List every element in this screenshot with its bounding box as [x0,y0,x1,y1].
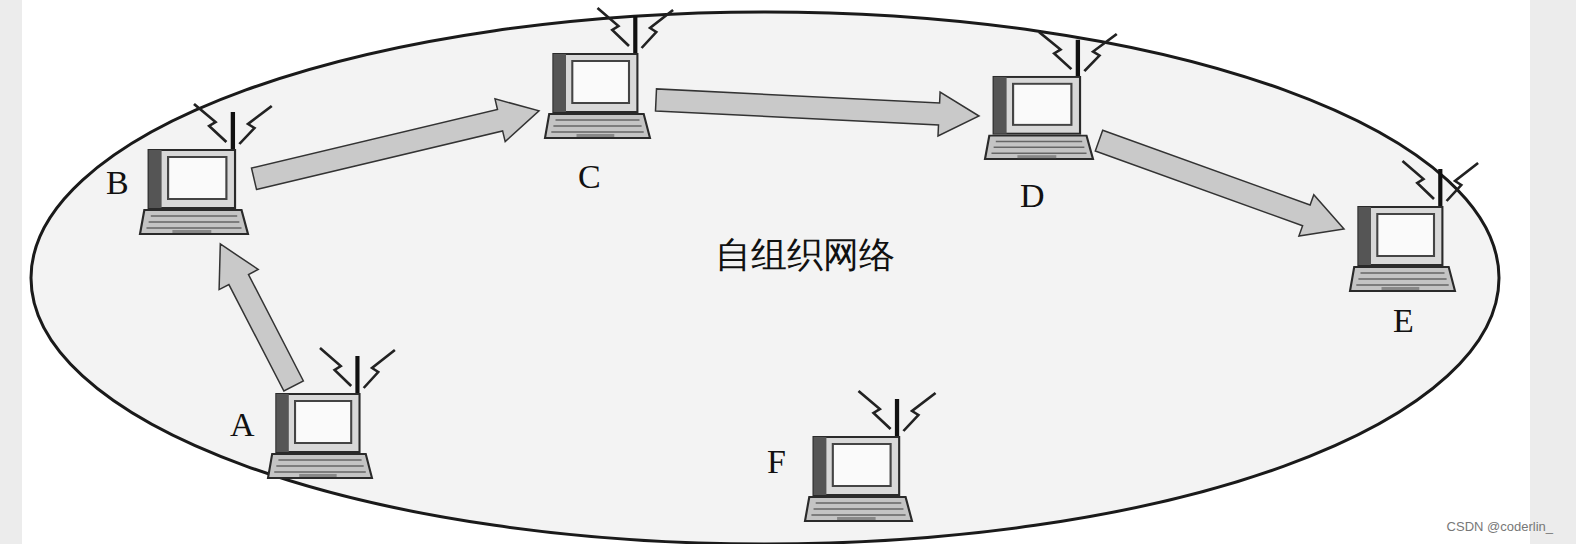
laptop-node: B [140,148,248,238]
node-letter: D [1020,179,1045,213]
ad-hoc-ellipse [31,12,1499,544]
node-letter: A [230,408,255,442]
node-letter: C [578,160,601,194]
side-band [0,0,22,544]
laptop-icon [545,52,650,142]
node-letter: E [1393,304,1414,338]
block-arrow [252,99,540,190]
node-letter: B [106,166,129,200]
laptop-node: E [1350,205,1455,295]
watermark: CSDN @coderlin_ [1447,519,1553,534]
laptop-node: F [805,435,912,525]
block-arrow [219,244,303,391]
network-title: 自组织网络 [715,231,895,280]
node-letter: F [767,445,786,479]
laptop-icon [140,148,248,238]
side-band [1530,0,1576,544]
laptop-icon [1350,205,1455,295]
laptop-icon [985,75,1093,163]
laptop-icon [805,435,912,525]
block-arrow [1095,130,1344,236]
block-arrow [656,89,980,136]
laptop-icon [268,392,372,482]
laptop-node: D [985,75,1093,163]
laptop-node: C [545,52,650,142]
laptop-node: A [268,392,372,482]
